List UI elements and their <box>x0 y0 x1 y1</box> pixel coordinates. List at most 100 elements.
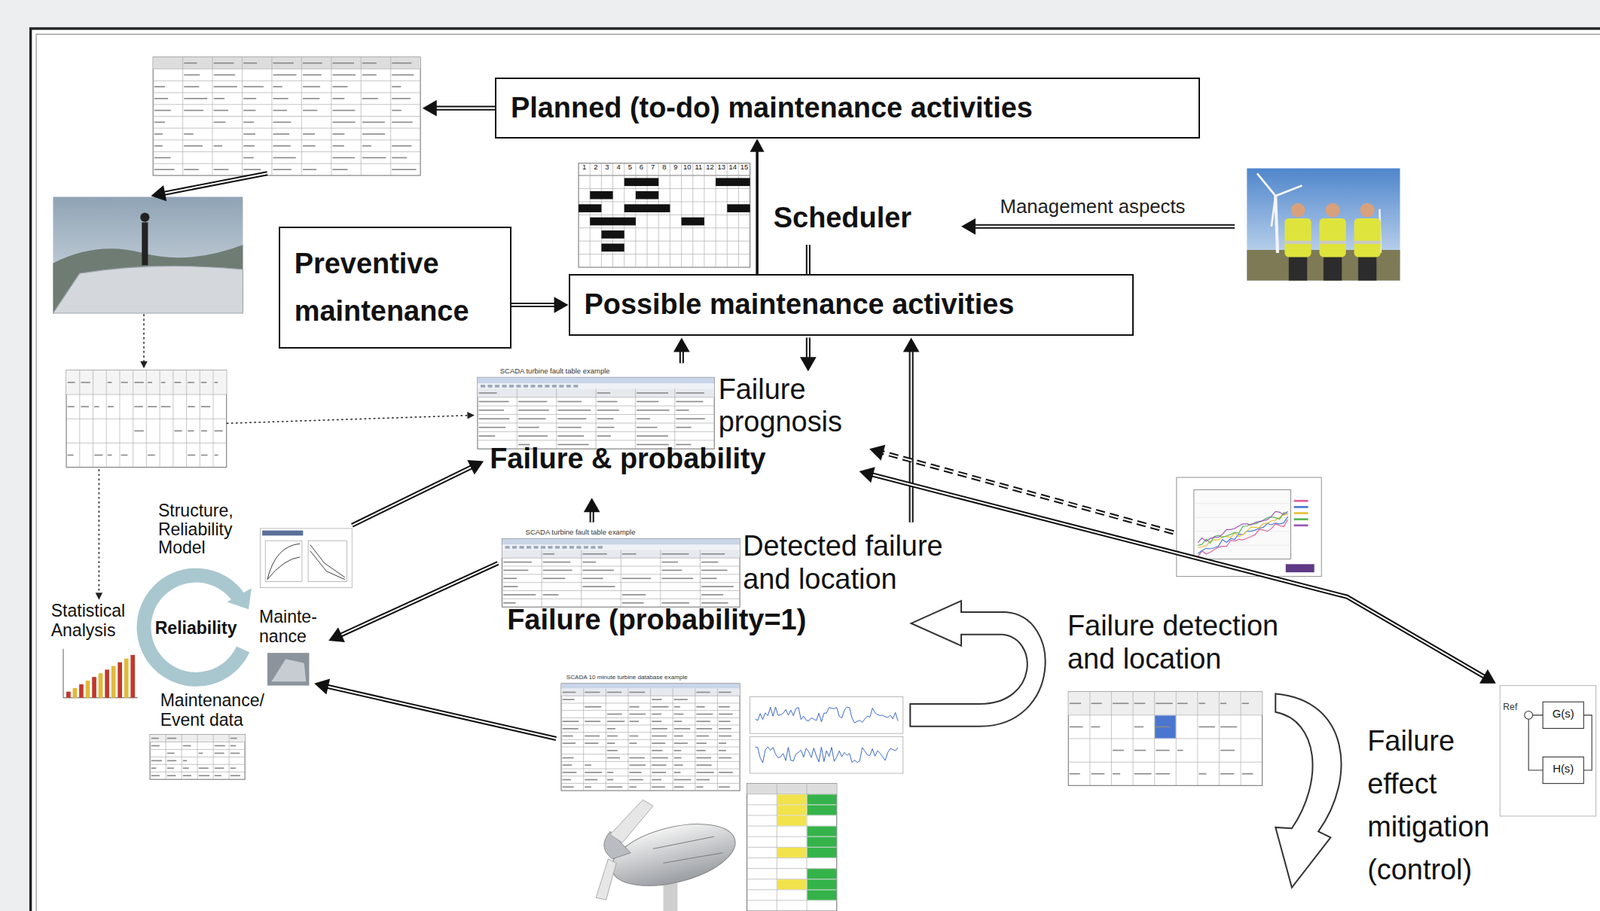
process-box: Preventive maintenance <box>278 226 512 350</box>
cell-text-mark <box>584 692 600 694</box>
line-core <box>807 244 810 275</box>
arrow-head <box>903 337 920 352</box>
cell-text-mark <box>1242 702 1249 705</box>
arrow-head <box>422 100 437 117</box>
cell-text-mark <box>154 85 165 88</box>
grid-line <box>776 784 778 911</box>
line-core <box>161 173 268 194</box>
grid-line <box>578 188 751 190</box>
cell-text-mark <box>696 735 709 738</box>
cell-text-mark <box>167 775 177 777</box>
double-arrow <box>328 563 498 643</box>
cell-text-mark <box>1177 702 1188 705</box>
cell-text-mark <box>674 728 691 730</box>
cell-text-mark <box>332 62 355 65</box>
cell-text-mark <box>562 720 580 723</box>
small-caption: 9 <box>669 163 681 172</box>
line-stroke <box>323 686 556 739</box>
graph-plot-area <box>1193 489 1292 559</box>
cell-text-mark <box>651 714 662 716</box>
line-stroke <box>351 465 475 526</box>
chart-curve <box>267 543 300 580</box>
cell-text-mark <box>273 157 297 159</box>
table-cell <box>777 816 807 827</box>
cell-text-mark <box>503 577 517 580</box>
cell-text-mark <box>597 401 618 404</box>
cell-text-mark <box>332 97 345 100</box>
cell-text-mark <box>154 109 171 112</box>
cell-text-mark <box>214 745 226 748</box>
cell-text-mark <box>629 779 644 782</box>
cell-text-mark <box>562 779 571 782</box>
photo-sky <box>52 197 243 314</box>
cell-text-mark <box>674 699 688 701</box>
line-core <box>879 451 1174 534</box>
cell-text-mark <box>582 586 615 588</box>
cell-text-mark <box>479 427 507 429</box>
double-arrow <box>859 467 1497 684</box>
cell-text-mark <box>1112 750 1124 752</box>
grid-line <box>717 689 718 791</box>
cell-text-mark <box>1155 773 1170 776</box>
grid-line <box>360 57 362 176</box>
cell-text-mark <box>1220 773 1234 776</box>
grid-line <box>806 784 808 911</box>
cell-text-mark <box>696 772 714 774</box>
graph-series <box>1197 512 1288 547</box>
cell-text-mark <box>557 427 581 429</box>
cell-text-mark <box>562 786 575 788</box>
grid-line <box>212 57 214 176</box>
chart-title-bar <box>262 531 303 537</box>
cell-text-mark <box>651 735 667 738</box>
photo-person <box>1325 203 1341 218</box>
plot-frame <box>750 696 904 734</box>
dashed-double-arrow <box>869 445 1174 534</box>
toolbar-icon <box>590 546 596 550</box>
cell-text-mark <box>503 594 536 596</box>
graph-legend-mark <box>1294 500 1309 503</box>
cell-text-mark <box>629 714 646 716</box>
fmea-table-image <box>1068 692 1262 787</box>
small-caption: 14 <box>726 163 739 172</box>
header-row <box>747 784 837 795</box>
cell-text-mark <box>362 97 379 100</box>
line-core <box>432 107 495 110</box>
photo-person <box>1358 255 1377 281</box>
photo-person <box>1319 241 1346 245</box>
cell-text-mark <box>362 74 377 77</box>
graph-logo <box>1285 564 1315 573</box>
cell-text-mark <box>503 602 516 605</box>
graph-legend-mark <box>1294 524 1309 527</box>
line-core <box>351 465 475 526</box>
header-row <box>1068 692 1262 716</box>
small-caption: SCADA turbine fault table example <box>500 367 611 376</box>
cell-text-mark <box>121 381 129 384</box>
cell-text-mark <box>675 392 704 394</box>
cell-text-mark <box>94 406 99 408</box>
toolbar-icon <box>516 384 521 388</box>
cell-text-mark <box>701 570 727 572</box>
cell-text-mark <box>661 577 694 580</box>
hollow-curved-arrow <box>1275 693 1341 888</box>
cell-text-mark <box>701 577 717 580</box>
cell-text-mark <box>151 775 160 777</box>
line-stroke <box>806 244 811 275</box>
grid-line <box>747 879 837 880</box>
cell-text-mark <box>636 418 651 420</box>
cycle-ring <box>143 575 244 680</box>
cell-text-mark <box>201 381 207 384</box>
cell-text-mark <box>562 728 579 730</box>
cell-text-mark <box>1090 702 1102 705</box>
cell-text-mark <box>391 74 414 77</box>
connector <box>750 138 765 275</box>
cell-text-mark <box>1155 702 1173 705</box>
cell-text-mark <box>273 62 294 65</box>
cell-text-mark <box>674 742 688 745</box>
gantt-bar <box>589 217 636 226</box>
toolbar-icon <box>523 384 529 388</box>
line-stroke <box>226 415 471 425</box>
gantt-bar <box>589 191 613 200</box>
gantt-chart <box>578 163 751 268</box>
plot-frame <box>750 736 904 774</box>
